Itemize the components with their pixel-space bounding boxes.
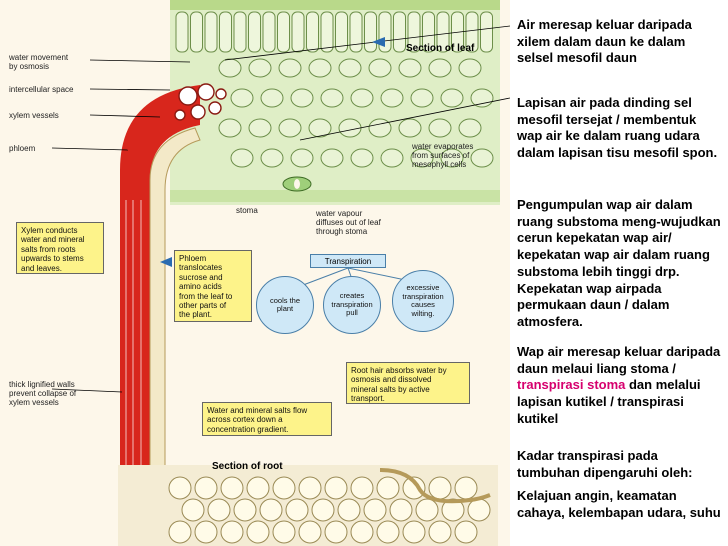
water-flow-info-box: Water and mineral salts flow across cort… [202,402,332,436]
xylem-vessels-label: xylem vessels [9,111,59,120]
transpiration-diagram: Section of leaf Section of root water mo… [0,0,510,546]
root-section-drawing [118,465,498,546]
water-movement-label: water movement by osmosis [9,53,69,71]
notes-panel: Air meresap keluar daripada xilem dalam … [510,0,728,546]
water-vapour-label: water vapour diffuses out of leaf throug… [316,209,381,236]
note-5: Kadar transpirasi pada tumbuhan dipengar… [517,448,693,480]
transpiration-box: Transpiration [310,254,386,268]
note-4-part-a: Wap air meresap keluar daripada daun mel… [517,344,721,376]
stoma-label: stoma [236,206,258,215]
phloem-info-box: Phloem translocates sucrose and amino ac… [174,250,252,322]
intercellular-label: intercellular space [9,85,74,94]
note-1: Air meresap keluar daripada xilem dalam … [517,17,692,66]
leaf-section-drawing [170,0,500,205]
note-2: Lapisan air pada dinding sel mesofil ter… [517,95,718,161]
note-4: Wap air meresap keluar daripada daun mel… [517,344,722,428]
note-6: Kelajuan angin, keamatan cahaya, kelemba… [517,488,721,520]
thick-walls-label: thick lignified walls prevent collapse o… [9,380,77,407]
wilting-bubble: excessive transpiration causes wilting. [392,270,454,332]
cools-plant-bubble: cools the plant [256,276,314,334]
note-4-highlight: transpirasi stoma [517,377,626,393]
root-hair-info-box: Root hair absorbs water by osmosis and d… [346,362,470,404]
diagram-drawing [51,0,510,546]
section-leaf-label: Section of leaf [406,43,475,54]
water-evaporates-label: water evaporates from surfaces of mesoph… [412,142,474,169]
note-4-part-b: dan melalui lapisan kutikel / transpiras… [517,377,701,426]
section-root-label: Section of root [212,461,283,472]
note-3: Pengumpulan wap air dalam ruang substoma… [517,197,721,329]
phloem-label: phloem [9,144,36,153]
xylem-info-box: Xylem conducts water and mineral salts f… [16,222,104,274]
transpiration-pull-bubble: creates transpiration pull [323,276,381,334]
